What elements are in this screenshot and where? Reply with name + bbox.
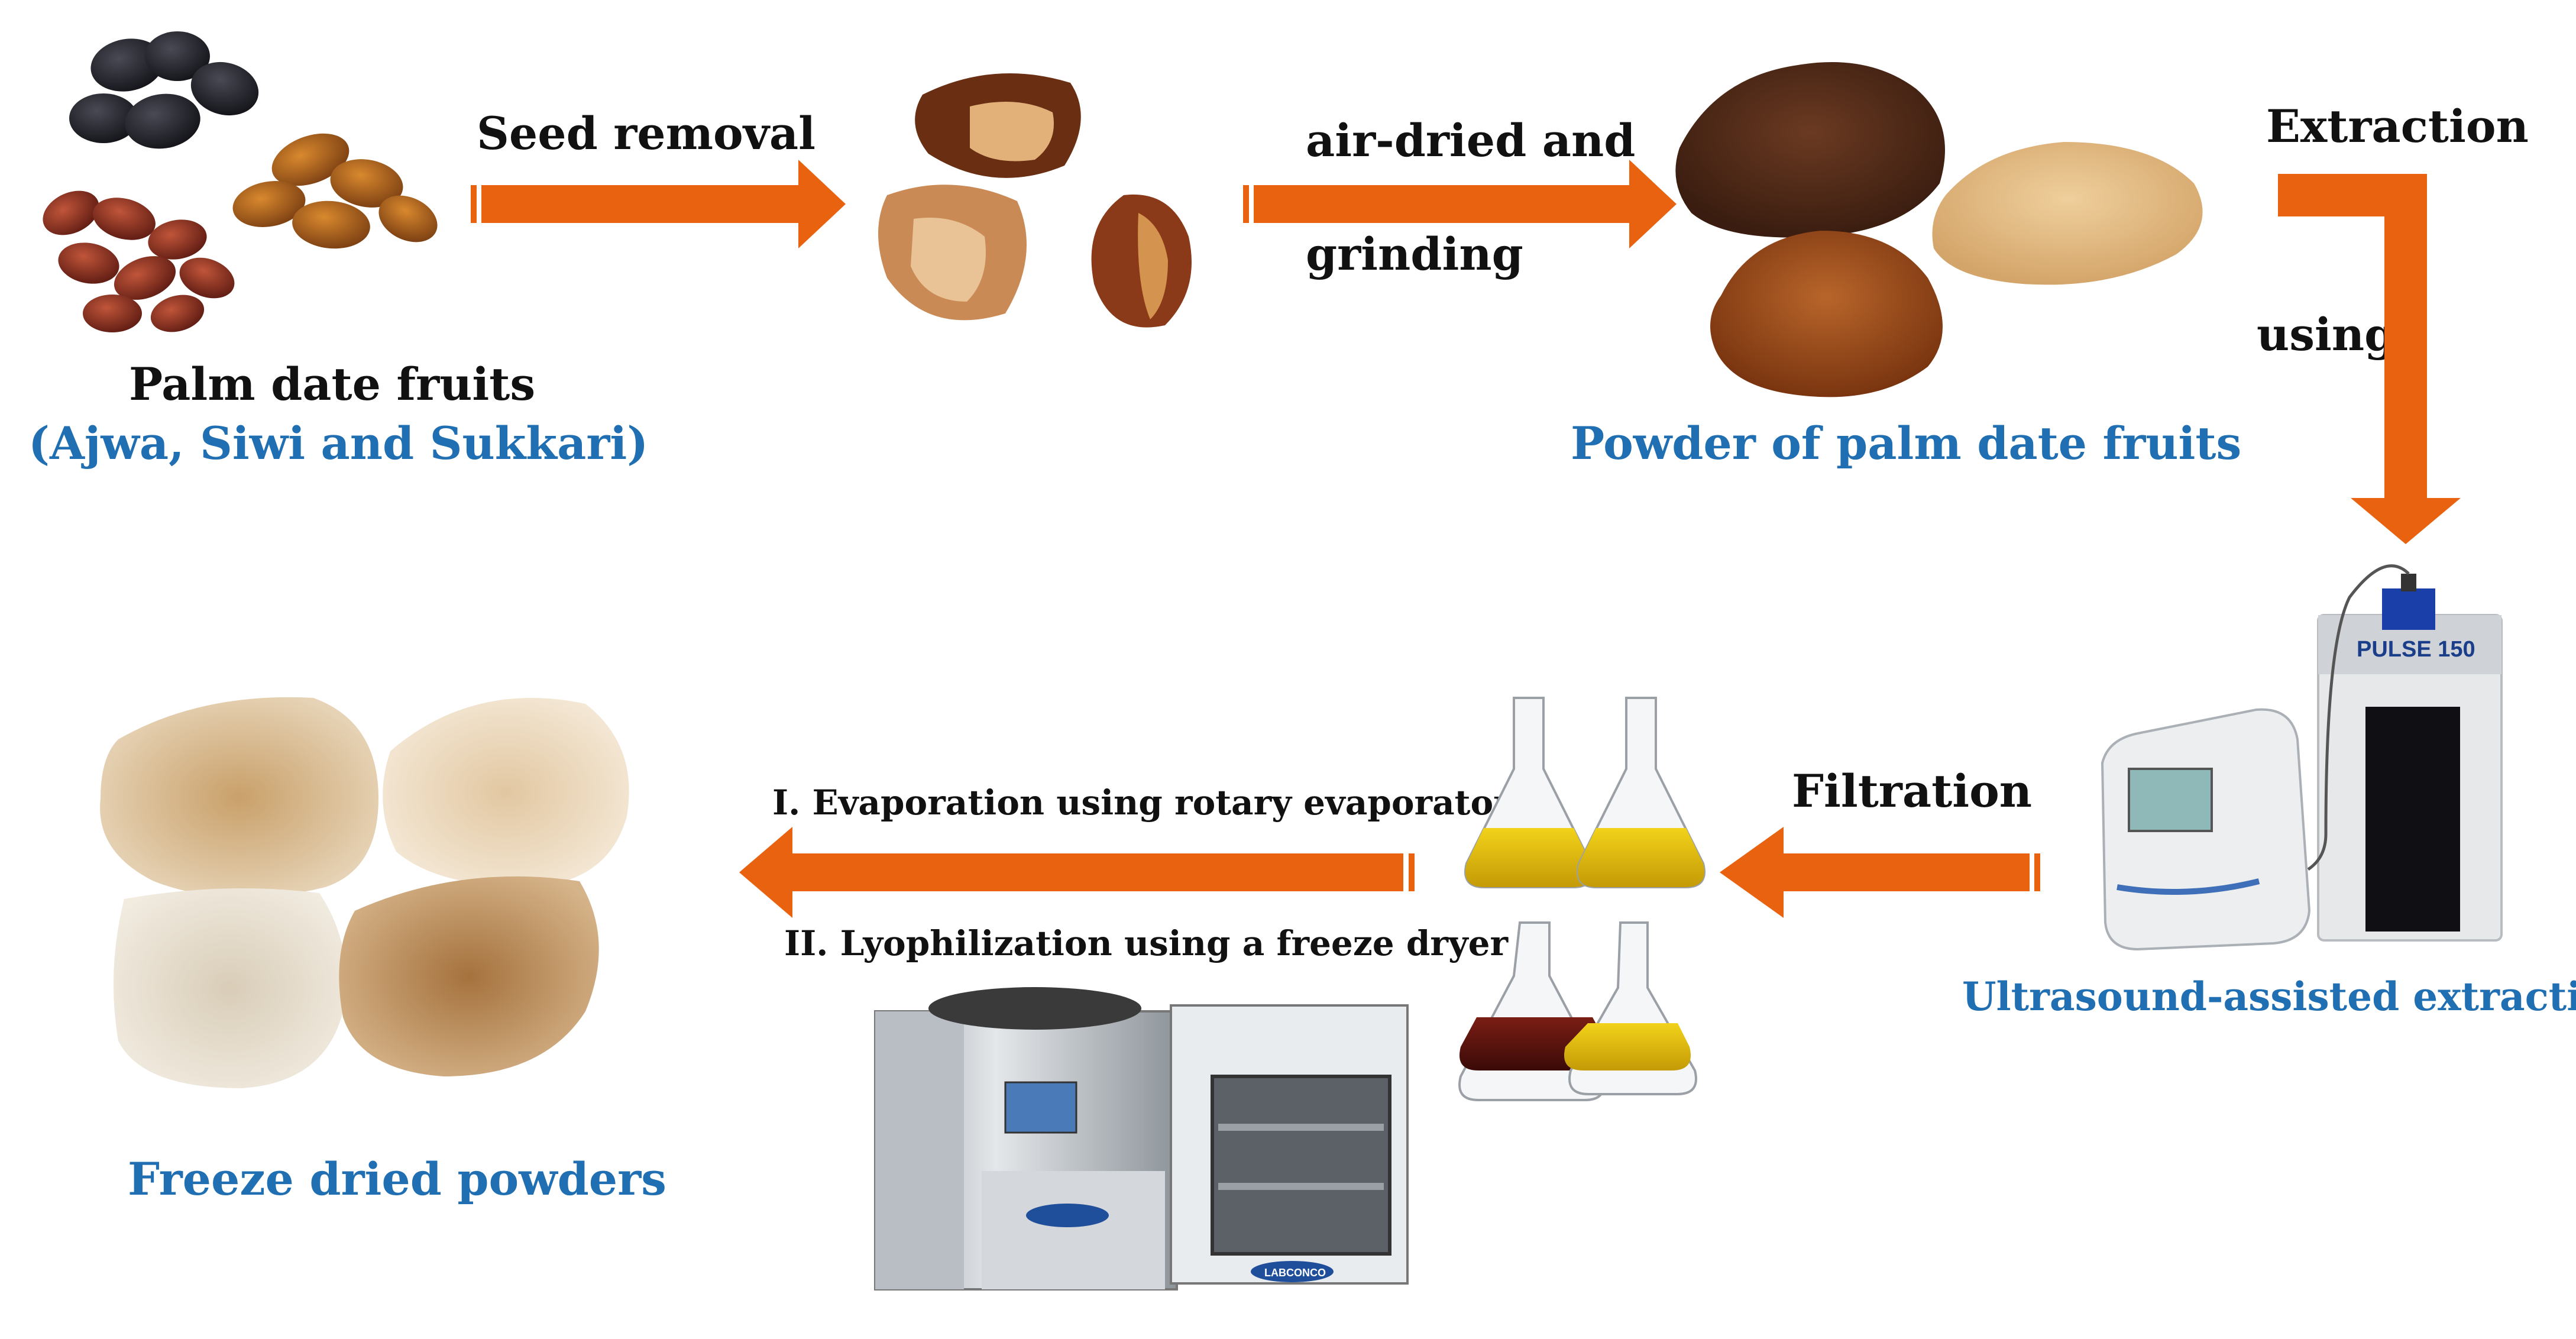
arrow-air-dried (1243, 160, 1677, 248)
sonicator-image: PULSE 150 (2101, 564, 2503, 951)
flasks-image (1458, 697, 1706, 1101)
freezer-brand: LABCONCO (1264, 1267, 1326, 1279)
ultrasound-label: Ultrasound-assisted extraction (1962, 973, 2576, 1020)
arrow-filtration (1720, 827, 2040, 918)
using-label: using (2257, 308, 2396, 361)
extraction-label: Extraction (2266, 100, 2529, 153)
freeze-dryer-image: LABCONCO (874, 987, 1409, 1291)
arrow-seed-removal (471, 160, 846, 248)
arrow-extraction (2278, 174, 2461, 544)
powder-image (1675, 62, 2203, 397)
arrow-evaporation (739, 827, 1415, 918)
air-dried-label: air-dried and (1306, 114, 1636, 167)
palm-date-fruits-label: Palm date fruits (129, 358, 536, 410)
seed-removal-label: Seed removal (477, 107, 815, 160)
device-brand: PULSE 150 (2357, 637, 2475, 662)
lyophilization-label: II. Lyophilization using a freeze dryer (784, 923, 1509, 963)
freeze-dried-label: Freeze dried powders (128, 1153, 666, 1205)
dates-image (43, 31, 438, 332)
dried-powders-image (100, 697, 629, 1088)
filtration-label: Filtration (1792, 765, 2033, 817)
powder-label: Powder of palm date fruits (1571, 417, 2242, 470)
evaporation-label: I. Evaporation using rotary evaporator (772, 782, 1512, 823)
pitted-dates-image (878, 73, 1192, 328)
palm-varieties-label: (Ajwa, Siwi and Sukkari) (28, 417, 649, 470)
grinding-label: grinding (1306, 228, 1523, 280)
